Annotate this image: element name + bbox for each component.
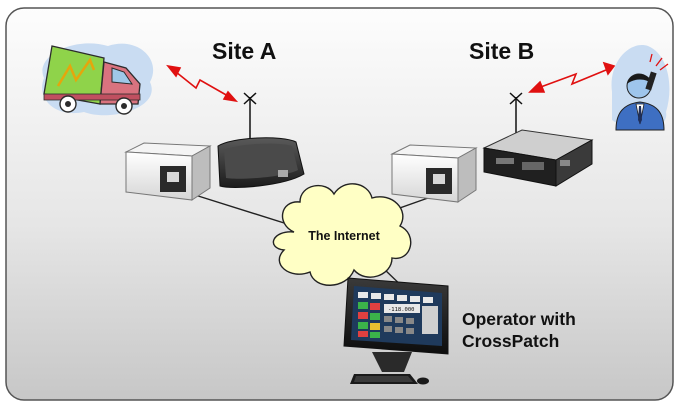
person-radio-icon [611, 45, 670, 131]
site-b-label: Site B [469, 38, 535, 64]
signal-arrow-a [166, 64, 239, 103]
radio-icon [217, 137, 305, 188]
antenna-icon [243, 92, 257, 140]
truck-radio-icon [42, 43, 154, 116]
operator-label-line2: CrossPatch [462, 331, 560, 351]
radio-icon [482, 129, 594, 187]
screen-readout: -118.000 [388, 307, 415, 313]
computer-icon: -118.000 [343, 277, 449, 385]
signal-arrow-b [528, 61, 616, 93]
radio-gateway-icon [124, 142, 212, 201]
operator-label: Operator with CrossPatch [462, 308, 576, 352]
internet-cloud-label: The Internet [308, 229, 380, 243]
radio-gateway-icon [390, 144, 478, 203]
operator-label-line1: Operator with [462, 309, 576, 329]
cloud-icon [272, 183, 412, 286]
screen-buttons [358, 292, 438, 338]
antenna-icon [509, 92, 523, 138]
site-a-label: Site A [212, 38, 277, 64]
